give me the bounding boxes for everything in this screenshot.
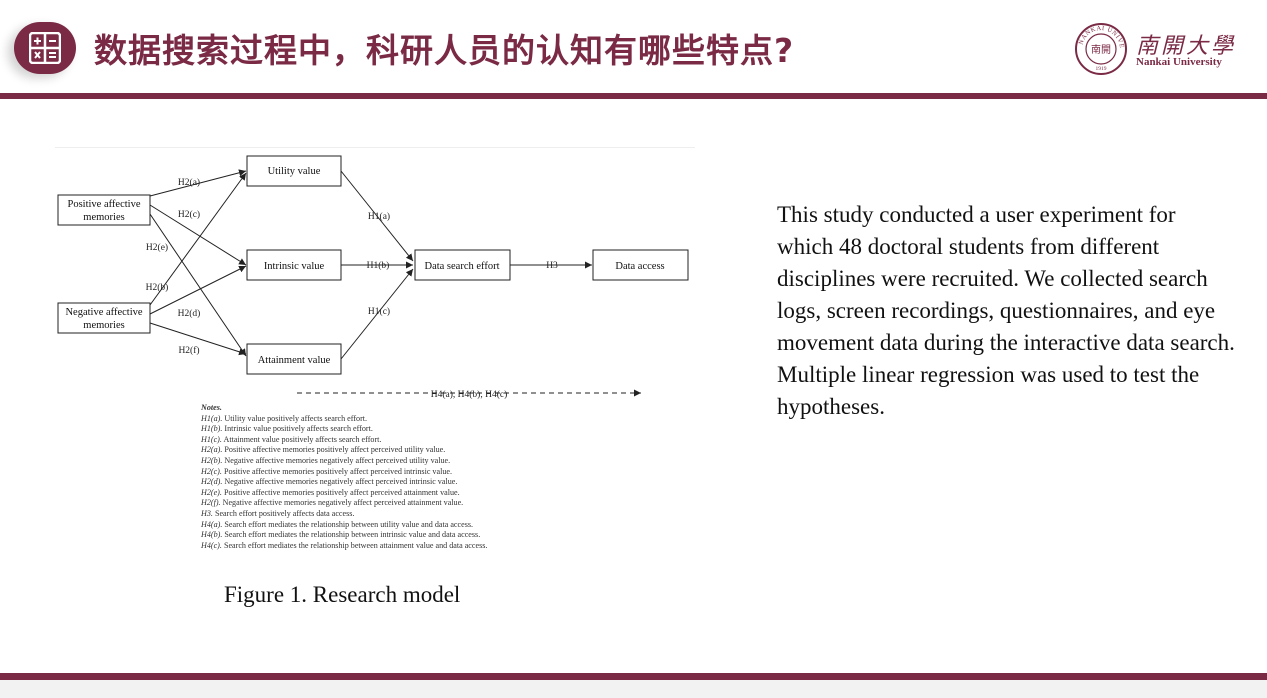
note-item: H2(b). Negative affective memories negat… bbox=[201, 455, 451, 465]
footer-divider bbox=[0, 673, 1267, 680]
notes-heading: Notes. bbox=[201, 403, 222, 412]
diagram-notes: Notes. H1(a). Utility value positively a… bbox=[201, 403, 681, 551]
edge-h2e bbox=[149, 213, 247, 357]
note-item: H2(f). Negative affective memories negat… bbox=[201, 498, 464, 508]
label-h1a: H1(a) bbox=[368, 211, 390, 222]
label-h3: H3 bbox=[546, 261, 558, 271]
node-data-search-effort bbox=[414, 249, 511, 281]
label-h2d: H2(d) bbox=[178, 308, 201, 319]
note-item: H4(c). Search effort mediates the relati… bbox=[201, 540, 488, 550]
label-h1c: H1(c) bbox=[368, 306, 390, 317]
university-name-cn: 南開大學 bbox=[1136, 34, 1237, 59]
node-data-access bbox=[592, 249, 689, 281]
note-item: H4(a). Search effort mediates the relati… bbox=[201, 519, 474, 529]
edge-h2f bbox=[149, 322, 247, 356]
seal-center-text: 南開 bbox=[1091, 43, 1111, 56]
slide-header bbox=[0, 0, 1267, 93]
slide-footer bbox=[0, 680, 1267, 698]
note-item: H1(c). Attainment value positively affec… bbox=[201, 434, 382, 444]
header-divider bbox=[0, 93, 1267, 99]
note-item: H4(b). Search effort mediates the relati… bbox=[201, 530, 481, 540]
note-item: H2(c). Positive affective memories posit… bbox=[201, 466, 452, 476]
node-utility-value bbox=[246, 155, 342, 187]
study-description: This study conducted a user experiment f… bbox=[777, 202, 1235, 419]
node-intrinsic-label: Intrinsic value bbox=[264, 261, 325, 272]
edge-h1c bbox=[340, 268, 414, 360]
university-seal-icon: NANKAI UNIVERSITY 南開 1919 bbox=[1074, 22, 1127, 75]
note-item: H2(e). Positive affective memories posit… bbox=[201, 487, 460, 497]
note-item: H1(a). Utility value positively affects … bbox=[201, 413, 368, 423]
university-logo: NANKAI UNIVERSITY 南開 1919 南開大學 Nankai Un… bbox=[1074, 22, 1254, 78]
note-item: H1(b). Intrinsic value positively affect… bbox=[201, 424, 373, 434]
edge-h2d bbox=[149, 265, 247, 315]
label-h2f: H2(f) bbox=[178, 345, 199, 356]
edge-h1a bbox=[340, 170, 414, 262]
figure-caption: Figure 1. Research model bbox=[224, 582, 461, 607]
label-h1b: H1(b) bbox=[367, 260, 390, 271]
page-title: 数据搜索过程中，科研人员的认知有哪些特点? bbox=[94, 31, 795, 70]
note-item: H2(a). Positive affective memories posit… bbox=[201, 445, 446, 455]
note-item: H2(d). Negative affective memories negat… bbox=[201, 477, 458, 487]
node-effort-label: Data search effort bbox=[424, 261, 499, 272]
label-h2c: H2(c) bbox=[178, 209, 200, 220]
calculator-icon bbox=[14, 22, 76, 74]
research-model-diagram: Positive affective memories Negative aff… bbox=[55, 147, 695, 563]
node-negative-memories bbox=[57, 302, 151, 334]
node-intrinsic-value bbox=[246, 249, 342, 281]
label-h2a: H2(a) bbox=[178, 177, 200, 188]
node-negative-label-2: memories bbox=[83, 320, 124, 331]
edge-h2b bbox=[149, 172, 247, 306]
label-h4: H4(a), H4(b), H4(c) bbox=[431, 389, 508, 400]
node-attainment-value bbox=[246, 343, 342, 375]
node-positive-memories bbox=[57, 194, 151, 226]
node-utility-label: Utility value bbox=[268, 166, 321, 177]
seal-year: 1919 bbox=[1096, 66, 1107, 72]
edge-h2c bbox=[149, 204, 247, 266]
edge-h2a bbox=[149, 169, 247, 197]
node-attainment-label: Attainment value bbox=[258, 355, 331, 366]
university-name-en: Nankai University bbox=[1136, 56, 1222, 68]
label-h2e: H2(e) bbox=[146, 242, 168, 253]
node-positive-label-1: Positive affective bbox=[68, 199, 141, 210]
label-h2b: H2(b) bbox=[146, 282, 169, 293]
note-item: H3. Search effort positively affects dat… bbox=[201, 508, 355, 518]
node-access-label: Data access bbox=[615, 261, 664, 272]
node-positive-label-2: memories bbox=[83, 212, 124, 223]
node-negative-label-1: Negative affective bbox=[65, 307, 142, 318]
